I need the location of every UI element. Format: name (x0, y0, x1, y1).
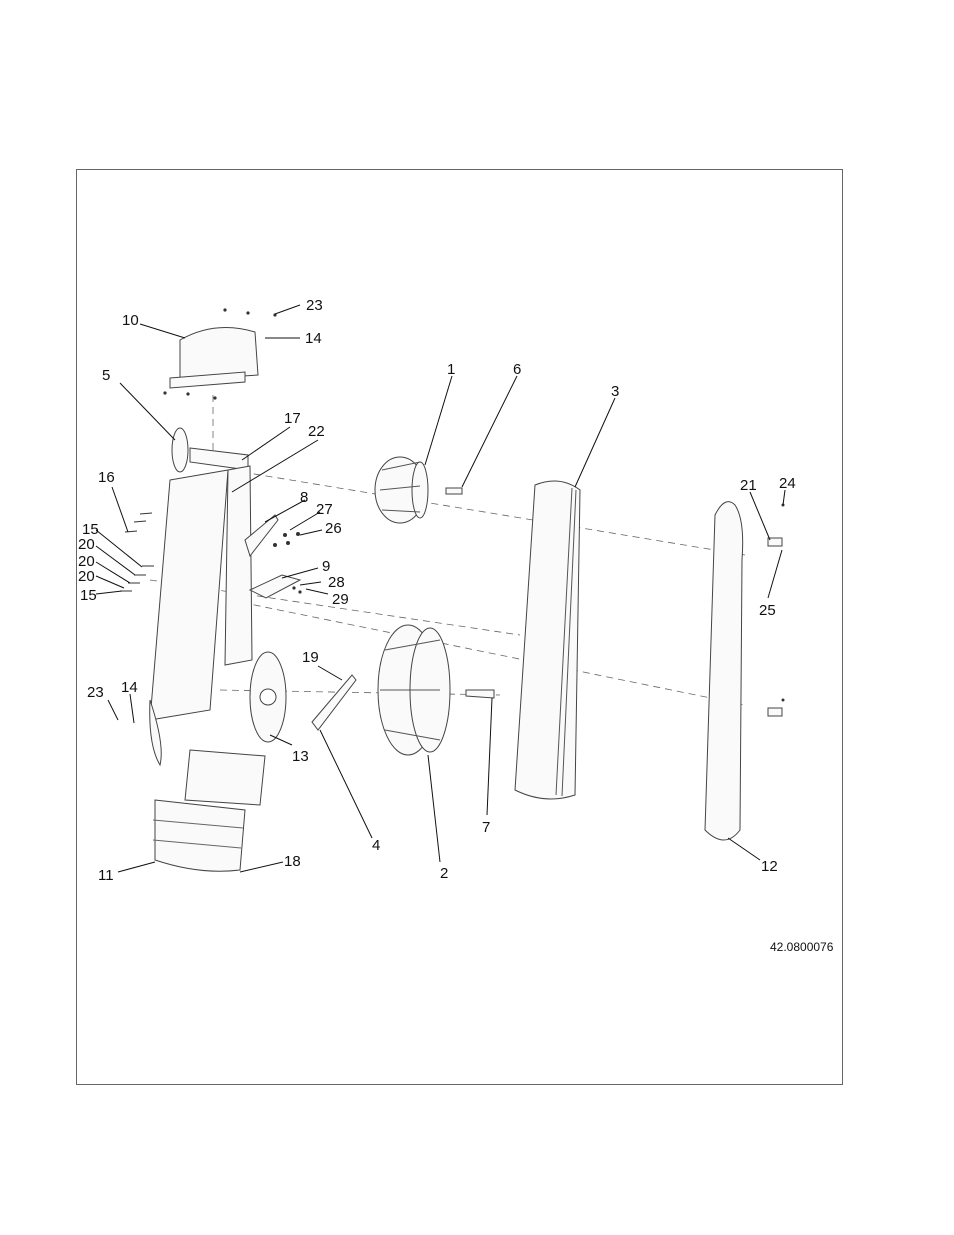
callout-11: 11 (98, 867, 114, 884)
document-number: 42.0800076 (770, 940, 834, 954)
end-cover-part (704, 501, 785, 841)
large-sheave-part (377, 624, 451, 756)
callout-27: 27 (316, 501, 333, 518)
callout-13: 13 (292, 748, 309, 765)
callout-26: 26 (325, 520, 342, 537)
callout-12: 12 (761, 858, 778, 875)
callout-15-upper: 15 (82, 521, 99, 538)
callout-28: 28 (328, 574, 345, 591)
callout-3: 3 (611, 383, 619, 400)
callout-19: 19 (302, 649, 319, 666)
callout-14-top: 14 (305, 330, 322, 347)
callout-10: 10 (122, 312, 139, 329)
callout-5: 5 (102, 367, 110, 384)
callout-17: 17 (284, 410, 301, 427)
callout-20-b: 20 (78, 553, 95, 570)
callout-14-bottom: 14 (121, 679, 138, 696)
disc-part (249, 651, 287, 743)
belt-part (514, 480, 581, 800)
main-housing-part (149, 427, 253, 767)
callout-22: 22 (308, 423, 325, 440)
callout-8: 8 (300, 489, 308, 506)
callout-9: 9 (322, 558, 330, 575)
callout-6: 6 (513, 361, 521, 378)
callout-16: 16 (98, 469, 115, 486)
callout-20-a: 20 (78, 536, 95, 553)
callout-29: 29 (332, 591, 349, 608)
support-arm-part (311, 674, 357, 731)
callout-2: 2 (440, 865, 448, 882)
callout-4: 4 (372, 837, 380, 854)
callout-labels: 10 23 14 5 17 22 16 8 27 26 15 20 20 20 … (78, 297, 796, 884)
small-sheave-part (374, 456, 429, 524)
key-part (445, 487, 463, 495)
callout-18: 18 (284, 853, 301, 870)
callout-15-lower: 15 (80, 587, 97, 604)
callout-7: 7 (482, 819, 490, 836)
lower-shroud-part (152, 749, 266, 872)
callout-20-c: 20 (78, 568, 95, 585)
brackets-part (244, 514, 302, 599)
leader-lines (95, 304, 786, 873)
callout-21: 21 (740, 477, 757, 494)
drawing-frame (76, 169, 843, 1085)
callout-24: 24 (779, 475, 796, 492)
top-cover-part (163, 308, 277, 400)
callout-25: 25 (759, 602, 776, 619)
callout-1: 1 (447, 361, 455, 378)
callout-23-top: 23 (306, 297, 323, 314)
key-lower-part (465, 689, 495, 699)
callout-23-bottom: 23 (87, 684, 104, 701)
